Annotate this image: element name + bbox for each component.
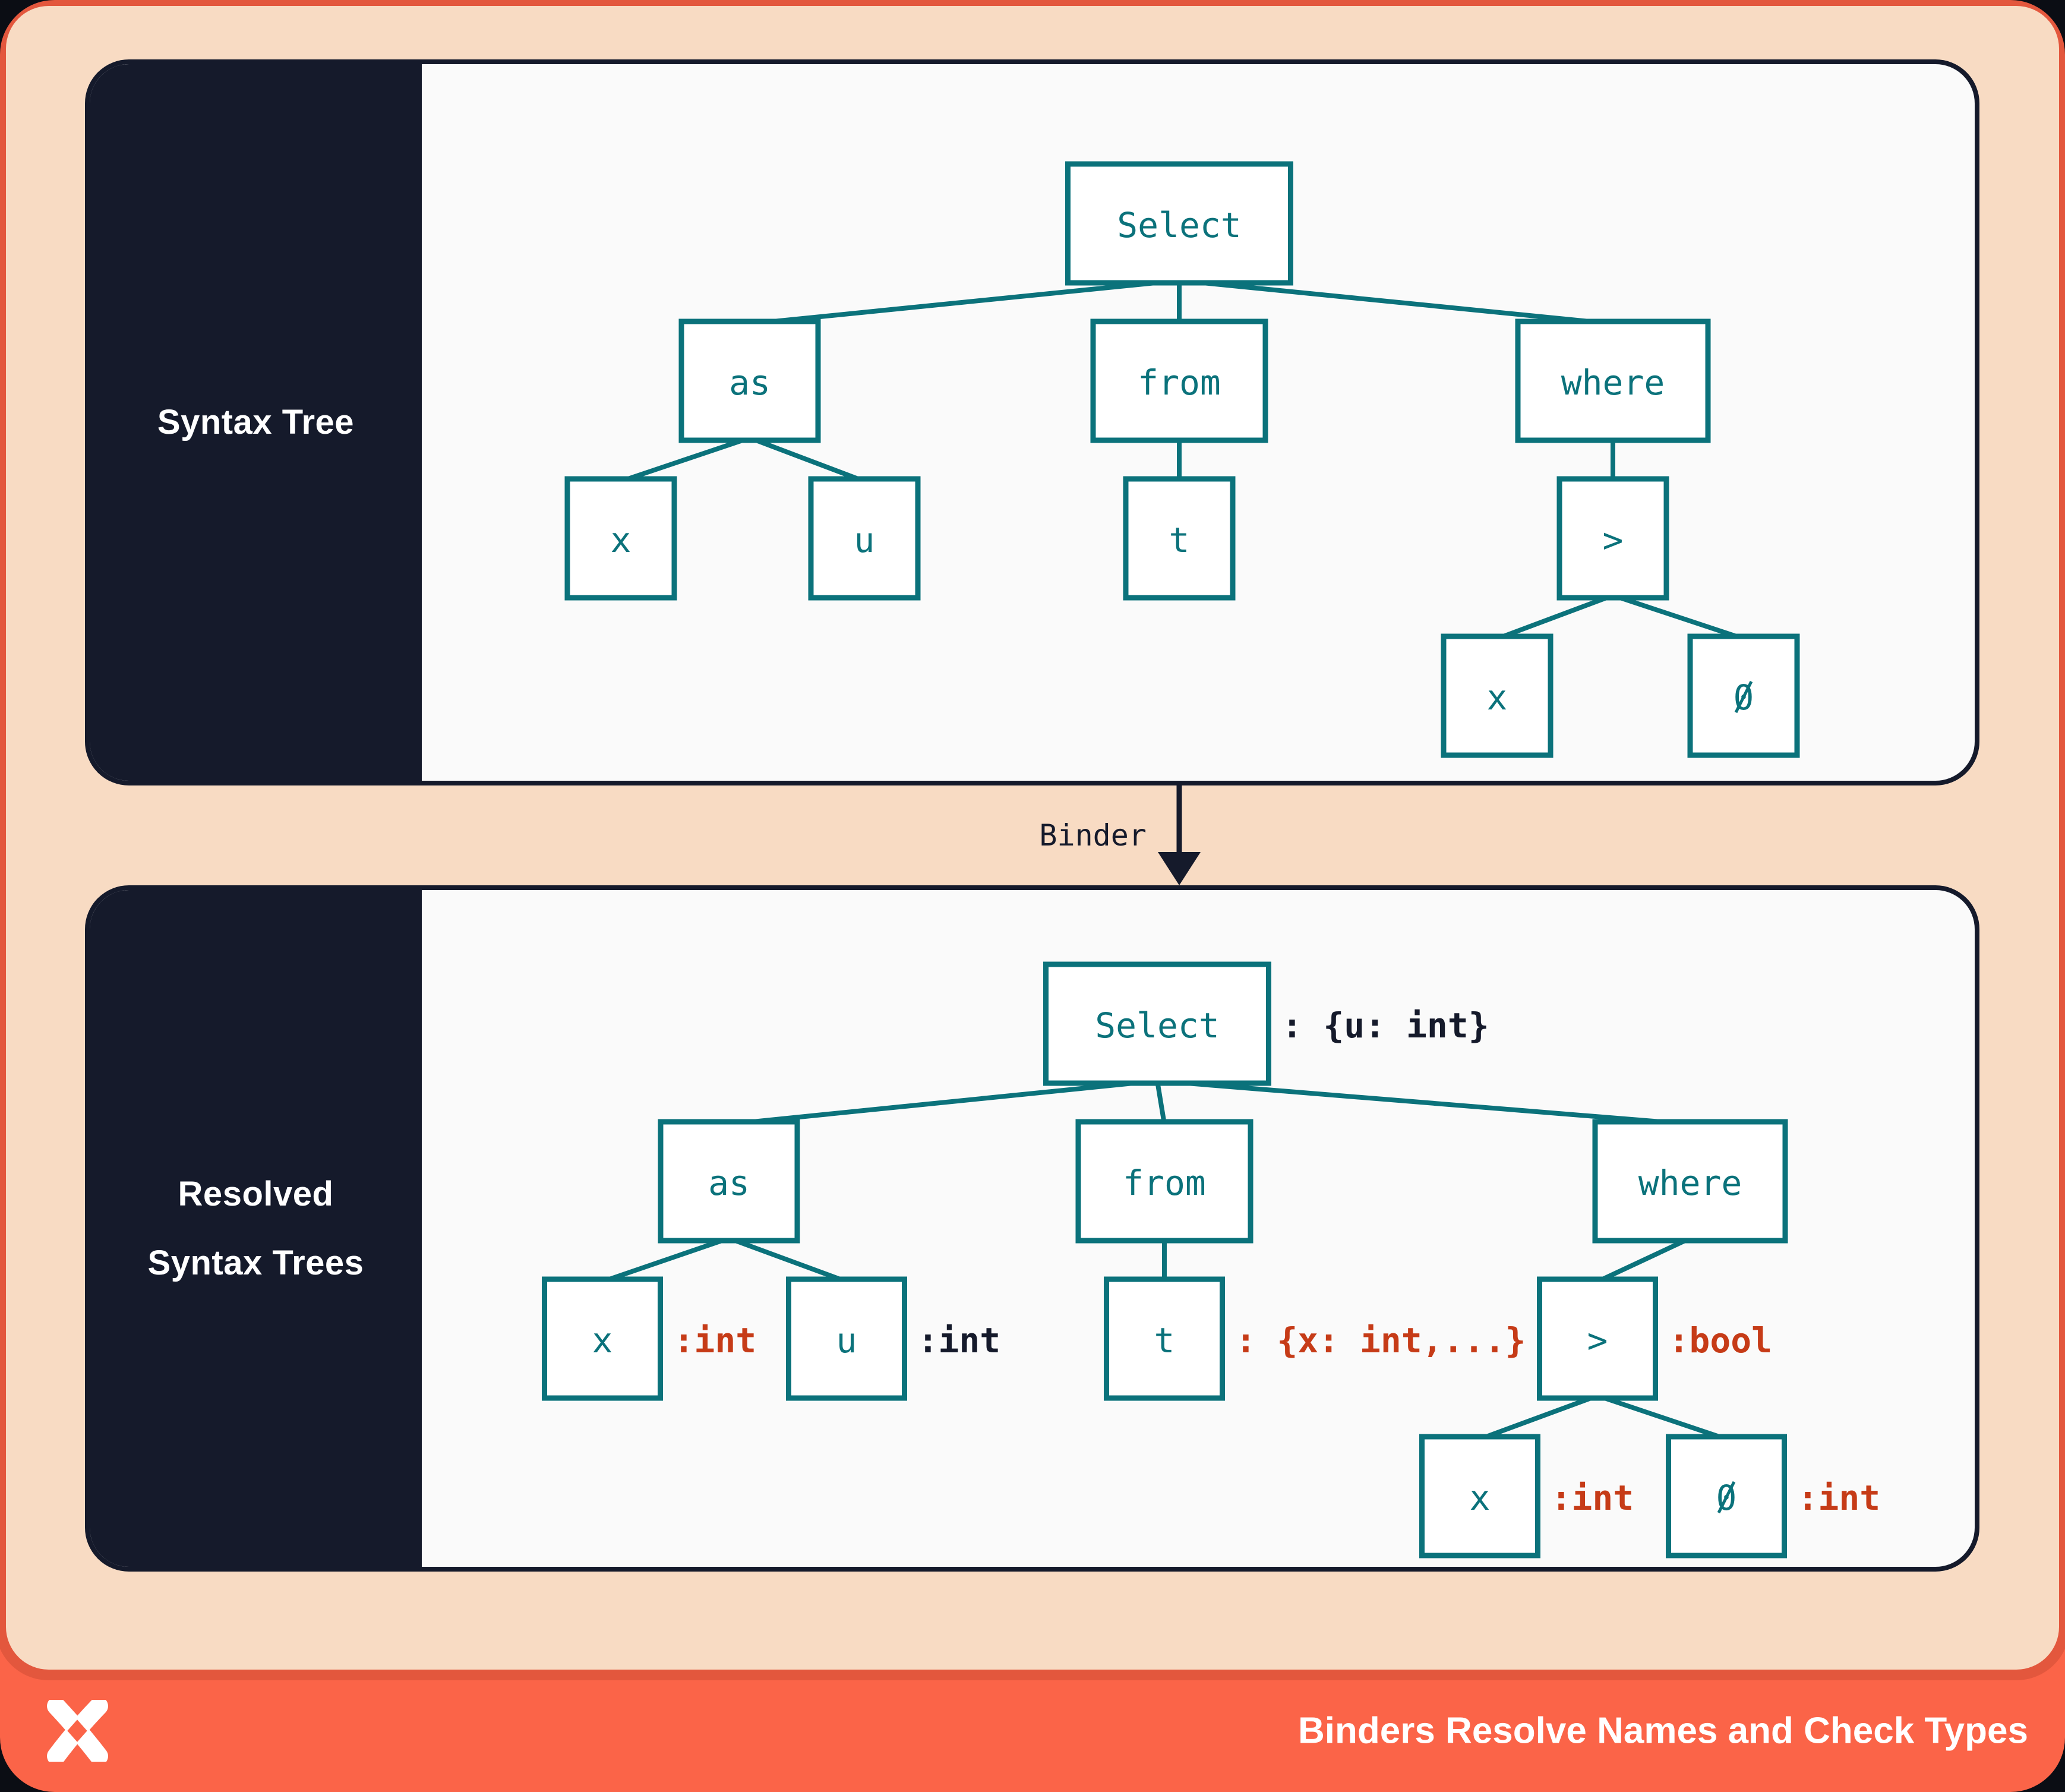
- tree-node-u: u: [808, 476, 921, 601]
- node-label: t: [1154, 1320, 1175, 1361]
- tree-canvas-resolved: Select : {u: int} as from where x :int u :int t : …: [422, 890, 1975, 1567]
- tree-node-x1: x: [564, 476, 677, 601]
- tree-edge: [728, 1078, 1158, 1127]
- zero-slash: [1734, 680, 1753, 714]
- node-label: where: [1638, 1163, 1742, 1203]
- node-label: Select: [1117, 205, 1242, 245]
- tree-node-t: t: [1123, 476, 1236, 601]
- tree-edge: [749, 278, 1180, 326]
- node-label: x: [1487, 677, 1508, 718]
- node-label: from: [1123, 1163, 1206, 1203]
- node-label: >: [1603, 520, 1624, 560]
- node-box: [1537, 1276, 1658, 1401]
- type-annotation: :bool: [1669, 1320, 1773, 1361]
- zero-slash: [1717, 1481, 1736, 1514]
- tree-edge: [749, 436, 866, 484]
- type-annotation: :int: [674, 1320, 757, 1361]
- node-label: t: [1169, 520, 1190, 560]
- node-label: where: [1561, 362, 1665, 403]
- binder-transition-zone: Binder: [0, 785, 2065, 885]
- node-label: as: [729, 362, 771, 403]
- tree-node-x2: x: [1441, 633, 1554, 758]
- tree-node-from: from: [1090, 318, 1268, 443]
- tree-edge: [1179, 278, 1614, 326]
- tree-edge: [601, 1236, 730, 1284]
- node-box: [542, 1276, 663, 1401]
- node-label: >: [1587, 1320, 1608, 1361]
- node-box: [1515, 318, 1711, 443]
- tree-node-zero: 0: [1687, 633, 1800, 758]
- tree-node-x2: x :int: [1419, 1434, 1634, 1558]
- node-box: [1419, 1434, 1540, 1558]
- tree-edge: [1155, 1080, 1167, 1125]
- node-box: [1090, 318, 1268, 443]
- tree-edge: [1496, 593, 1614, 641]
- node-box: [564, 476, 677, 601]
- node-box: [1123, 476, 1236, 601]
- sidebar-syntax-tree: Syntax Tree: [90, 64, 422, 781]
- tree-edge: [1596, 1393, 1728, 1441]
- sidebar-label-line: Syntax Tree: [157, 403, 355, 441]
- type-annotation: :int: [918, 1320, 1001, 1361]
- type-annotation: : {x: int,...}: [1236, 1320, 1526, 1361]
- node-label: x: [1470, 1478, 1491, 1518]
- x-logo: [47, 1700, 108, 1762]
- tree-node-x1: x :int: [542, 1276, 757, 1401]
- tree-node-u: u :int: [786, 1276, 1001, 1401]
- type-annotation: :int: [1551, 1478, 1634, 1518]
- tree-node-zero: 0:int: [1666, 1434, 1881, 1558]
- node-box: [1075, 1119, 1253, 1244]
- tree-node-where: where: [1592, 1119, 1788, 1244]
- node-label: Select: [1095, 1005, 1220, 1046]
- node-box: [808, 476, 921, 601]
- panel-syntax-tree: Syntax Tree Select as from where x u t > x 0: [85, 59, 1979, 785]
- tree-edge: [1612, 593, 1745, 641]
- node-box: [678, 318, 821, 443]
- tree-node-select: Select: [1065, 161, 1293, 286]
- tree-edge: [1596, 1236, 1691, 1284]
- syntax-tree-svg: Select as from where x u t > x 0: [564, 161, 1800, 758]
- tree-node-gt: >: [1556, 476, 1669, 601]
- binder-label: Binder: [1039, 818, 1147, 853]
- footer-bar: Binders Resolve Names and Check Types: [0, 1670, 2065, 1792]
- tree-edge: [620, 436, 751, 484]
- sidebar-label-line: Resolved: [178, 1174, 334, 1213]
- node-box: [658, 1119, 800, 1244]
- node-box: [1065, 161, 1293, 286]
- type-annotation: :int: [1798, 1478, 1881, 1518]
- node-label: x: [611, 520, 632, 560]
- node-label: u: [836, 1320, 857, 1361]
- node-label: as: [708, 1163, 750, 1203]
- node-box: [1104, 1276, 1225, 1401]
- node-label: u: [854, 520, 875, 560]
- sidebar-label-line: Syntax Trees: [147, 1243, 364, 1282]
- node-box: [1441, 633, 1554, 758]
- resolved-tree-svg: Select : {u: int} as from where x :int u :int t : …: [542, 961, 1881, 1558]
- tree-node-as: as: [658, 1119, 800, 1244]
- node-box: [1592, 1119, 1788, 1244]
- tree-edge: [1479, 1393, 1599, 1441]
- tree-node-select: Select : {u: int}: [1043, 961, 1489, 1086]
- tree-edge: [728, 1236, 848, 1284]
- node-box: [1556, 476, 1669, 601]
- tree-node-as: as: [678, 318, 821, 443]
- binder-arrow-icon: [1158, 785, 1201, 885]
- footer-title: Binders Resolve Names and Check Types: [1297, 1710, 2028, 1752]
- node-box: [1043, 961, 1271, 1086]
- node-label: from: [1138, 362, 1221, 403]
- tree-node-where: where: [1515, 318, 1711, 443]
- tree-node-from: from: [1075, 1119, 1253, 1244]
- node-label: x: [592, 1320, 613, 1361]
- type-annotation: : {u: int}: [1282, 1005, 1489, 1046]
- tree-canvas-syntax: Select as from where x u t > x 0: [422, 64, 1975, 781]
- tree-edge: [1157, 1078, 1691, 1127]
- tree-node-t: t : {x: int,...}: [1104, 1276, 1526, 1401]
- node-box: [786, 1276, 907, 1401]
- tree-node-gt: > :bool: [1537, 1276, 1773, 1401]
